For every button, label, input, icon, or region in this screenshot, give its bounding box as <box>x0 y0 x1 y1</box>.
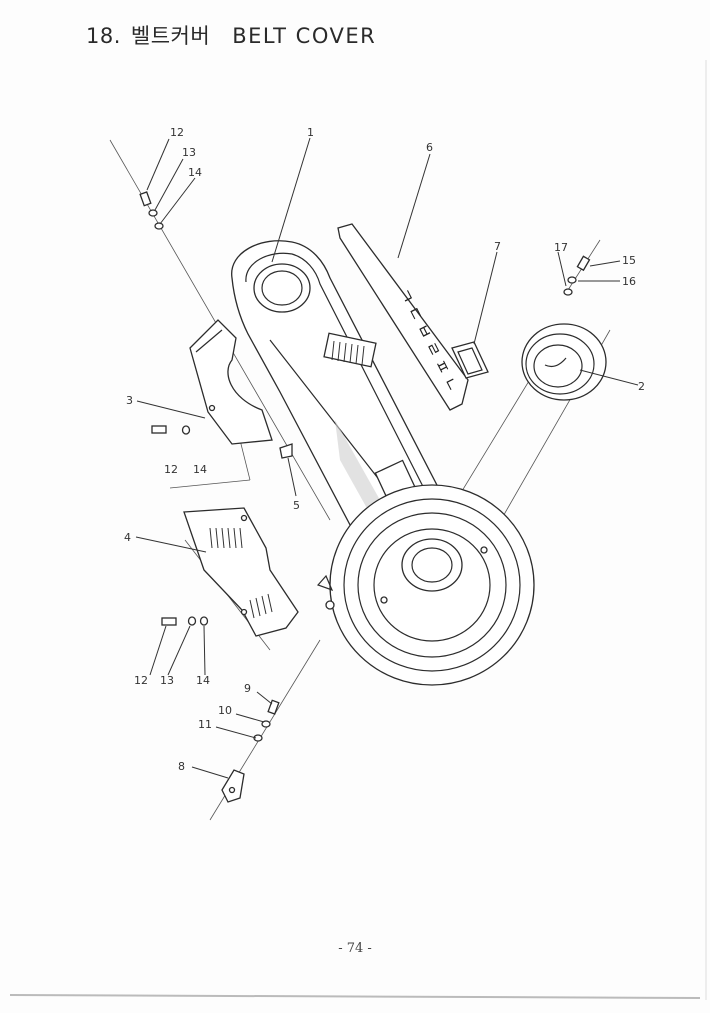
callout-14: 14 <box>188 166 202 179</box>
callout-5: 5 <box>293 499 300 512</box>
part-9-screw <box>267 699 280 715</box>
callout-4: 4 <box>124 531 131 544</box>
callout-12: 12 <box>170 126 184 139</box>
part-5-grommet <box>279 443 293 459</box>
callout-6: 6 <box>426 141 433 154</box>
leader-lines <box>135 137 639 779</box>
callout-13: 13 <box>182 146 196 159</box>
title-english: BELT COVER <box>232 24 377 48</box>
part-14-washer-bottom <box>199 616 209 626</box>
section-number: 18. <box>86 24 121 48</box>
part-12-screw-left <box>151 425 167 434</box>
part-2-side-cover <box>521 323 607 401</box>
part-14-washer-top <box>154 222 164 230</box>
part-15-screw <box>576 255 591 272</box>
part-8-bracket <box>221 769 245 803</box>
callout-12-bottom: 12 <box>134 674 148 687</box>
callout-8: 8 <box>178 760 185 773</box>
callout-2: 2 <box>638 380 645 393</box>
scan-edge-bottom <box>9 994 701 999</box>
part-12-screw-bottom <box>161 617 177 626</box>
part-7-badge <box>451 341 489 379</box>
callout-12-left: 12 <box>164 463 178 476</box>
part-10-washer <box>261 720 271 728</box>
part-3-lower-cover <box>189 319 273 445</box>
callout-13-bottom: 13 <box>160 674 174 687</box>
callout-1: 1 <box>307 126 314 139</box>
callout-14-bottom: 14 <box>196 674 210 687</box>
callout-14-left: 14 <box>193 463 207 476</box>
callout-11: 11 <box>198 718 212 731</box>
callout-9: 9 <box>244 682 251 695</box>
part-16-washer <box>567 276 577 284</box>
callout-10: 10 <box>218 704 232 717</box>
part-14-washer-left <box>181 425 191 435</box>
part-13-washer-bottom <box>187 616 197 626</box>
callout-3: 3 <box>126 394 133 407</box>
page-number: - 74 - <box>338 941 372 956</box>
part-4-belt-guard <box>183 507 299 637</box>
pulley-housing <box>316 484 535 686</box>
part-12-screw-top <box>139 191 152 207</box>
callout-17: 17 <box>554 241 568 254</box>
page-title: 18. 벨트커버 BELT COVER <box>86 20 376 50</box>
part-17-nut <box>563 288 573 296</box>
callout-7: 7 <box>494 240 501 253</box>
title-korean: 벨트커버 <box>130 24 211 48</box>
callout-16: 16 <box>622 275 636 288</box>
part-11-washer <box>253 734 263 742</box>
center-line-f <box>169 479 251 489</box>
callout-15: 15 <box>622 254 636 267</box>
part-13-washer-top <box>148 209 158 217</box>
